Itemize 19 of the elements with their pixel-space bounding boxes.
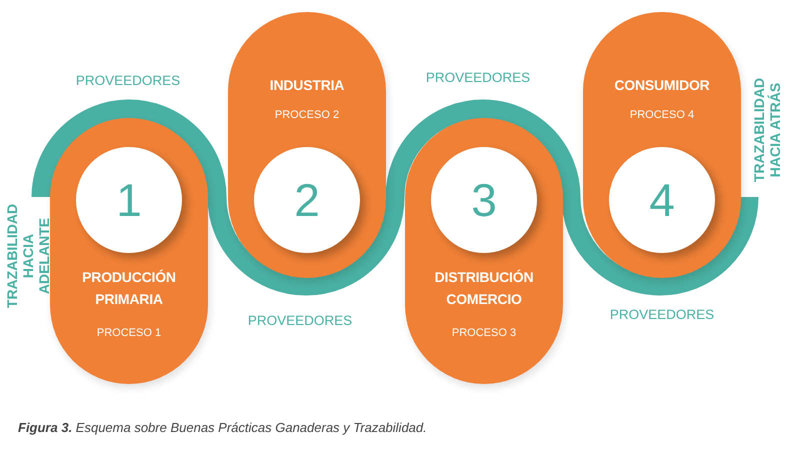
process-title: CONSUMIDOR <box>613 76 711 95</box>
traceability-label: TRAZABILIDAD HACIA ADELANTE <box>4 202 52 310</box>
supplier-label: PROVEEDORES <box>76 73 180 88</box>
supplier-label: PROVEEDORES <box>426 70 530 85</box>
step-number: 4 <box>649 177 675 223</box>
process-subtitle: PROCESO 4 <box>628 108 696 122</box>
process-subtitle: PROCESO 2 <box>274 108 340 122</box>
step-number: 2 <box>294 177 320 223</box>
traceability-label: TRAZABILIDAD HACIA ATRÁS <box>751 76 783 184</box>
supplier-label: PROVEEDORES <box>610 307 714 322</box>
process-title: PRODUCCIÓN PRIMARIA <box>81 268 177 309</box>
figure-caption: Figura 3. Esquema sobre Buenas Prácticas Ganaderas y Trazabilidad. <box>18 420 427 435</box>
step-number: 1 <box>116 177 142 223</box>
process-title: INDUSTRIA <box>268 76 346 95</box>
process-subtitle: PROCESO 1 <box>96 326 162 340</box>
supplier-label: PROVEEDORES <box>248 313 352 328</box>
step-number: 3 <box>471 177 497 223</box>
process-subtitle: PROCESO 3 <box>450 326 518 340</box>
process-title: DISTRIBUCIÓN COMERCIO <box>434 268 534 309</box>
